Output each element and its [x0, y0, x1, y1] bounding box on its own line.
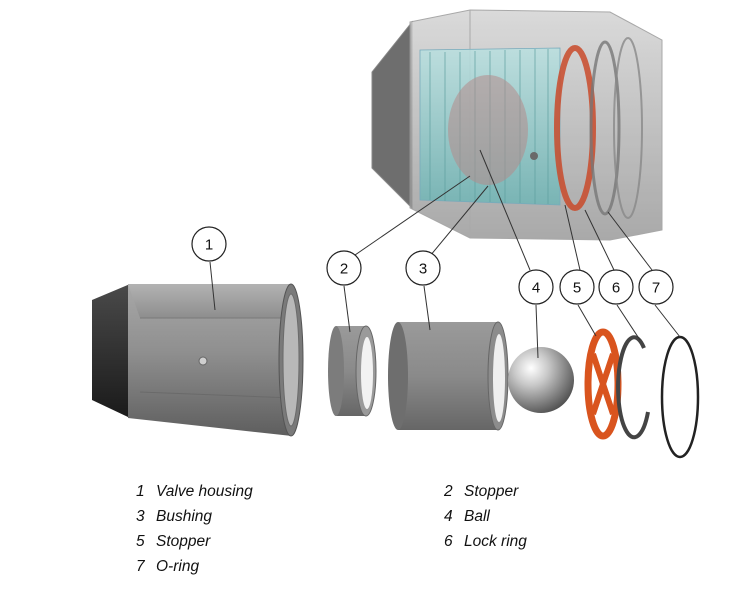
lock-ring-part	[616, 335, 650, 440]
bushing-part	[388, 321, 509, 431]
callout-3: 3	[405, 250, 441, 286]
svg-text:2: 2	[340, 261, 348, 278]
callout-2: 2	[326, 250, 362, 286]
leader-lines	[209, 149, 681, 359]
red-stopper-part	[584, 328, 622, 440]
svg-text:6: 6	[612, 280, 620, 297]
callout-1: 1	[191, 226, 227, 262]
legend-text: Lock ring	[464, 533, 527, 550]
o-ring-part	[660, 335, 700, 459]
callout-7: 7	[638, 269, 674, 305]
svg-text:4: 4	[532, 280, 540, 297]
ball-part	[508, 347, 574, 413]
svg-text:7: 7	[652, 280, 660, 297]
legend-text: O-ring	[156, 558, 200, 575]
svg-text:3: 3	[419, 261, 427, 278]
valve-housing-part	[92, 283, 304, 437]
assembled-valve-view	[371, 9, 663, 241]
legend-text: Stopper	[464, 483, 519, 500]
legend-text: Ball	[464, 508, 490, 525]
callout-4: 4	[518, 269, 554, 305]
svg-text:5: 5	[573, 280, 581, 297]
stopper-sleeve-part	[328, 325, 377, 417]
svg-text:1: 1	[205, 237, 213, 254]
callout-6: 6	[598, 269, 634, 305]
legend-text: Bushing	[156, 508, 213, 525]
legend-text: Valve housing	[156, 483, 253, 500]
callout-5: 5	[559, 269, 595, 305]
legend-text: Stopper	[156, 533, 211, 550]
